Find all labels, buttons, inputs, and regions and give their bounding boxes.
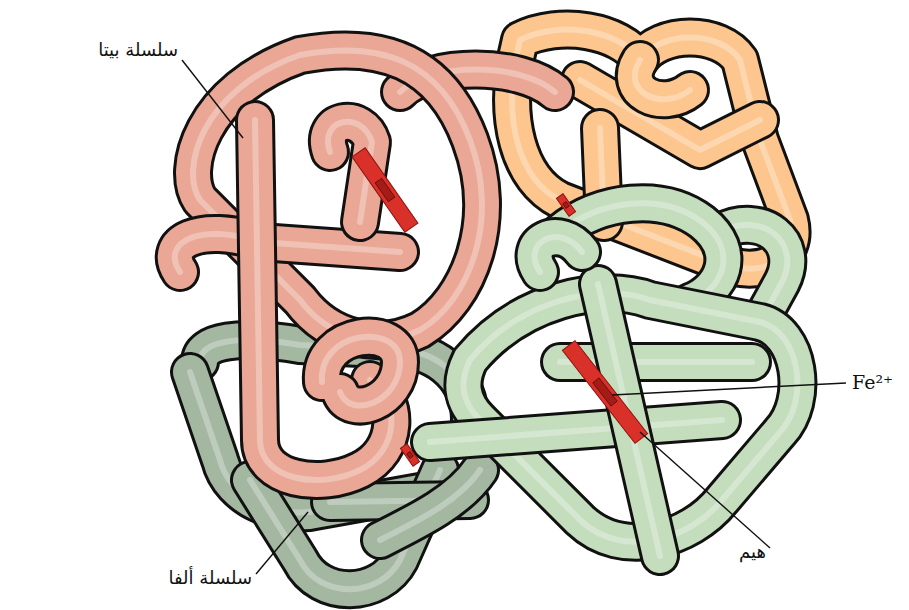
- protein-chains: [175, 30, 798, 590]
- chain-tube: [430, 420, 722, 442]
- heme-label: هيم: [739, 541, 766, 563]
- heme-group: [556, 194, 575, 217]
- iron-center: [593, 378, 617, 406]
- iron-center: [375, 178, 395, 201]
- chain-tube: [322, 337, 400, 406]
- chain-tube: [380, 470, 480, 540]
- leader-line: [640, 432, 770, 548]
- heme-group: [400, 444, 419, 467]
- leader-lines: [182, 60, 846, 574]
- heme-group: [352, 148, 418, 233]
- chain-tube: [430, 420, 722, 442]
- chain-tube: [322, 337, 400, 406]
- chain-tube: [635, 60, 690, 99]
- chain-tube: [535, 237, 582, 272]
- iron-center: [407, 452, 413, 459]
- heme-groups: [352, 148, 648, 467]
- heme-plane: [562, 341, 647, 444]
- heme-plane: [352, 148, 418, 233]
- heme-group: [562, 341, 647, 444]
- chain-tube: [380, 470, 480, 540]
- chain-tube: [430, 420, 722, 442]
- chain-tube: [535, 237, 582, 272]
- chain-tube: [535, 237, 582, 272]
- chain-label: سلسلة ألفا: [168, 567, 252, 589]
- chain-label: سلسلة بيتا: [98, 39, 178, 61]
- iron-center: [563, 202, 569, 209]
- chain-tube: [380, 470, 480, 540]
- chain-tube: [635, 60, 690, 99]
- leader-line: [256, 512, 308, 574]
- leader-line: [612, 383, 846, 395]
- chain-tube: [635, 60, 690, 99]
- leader-line: [182, 60, 243, 138]
- ion-label: Fe²⁺: [852, 371, 893, 394]
- heme-plane: [400, 444, 419, 467]
- heme-plane: [556, 194, 575, 217]
- chain-tube: [322, 337, 400, 406]
